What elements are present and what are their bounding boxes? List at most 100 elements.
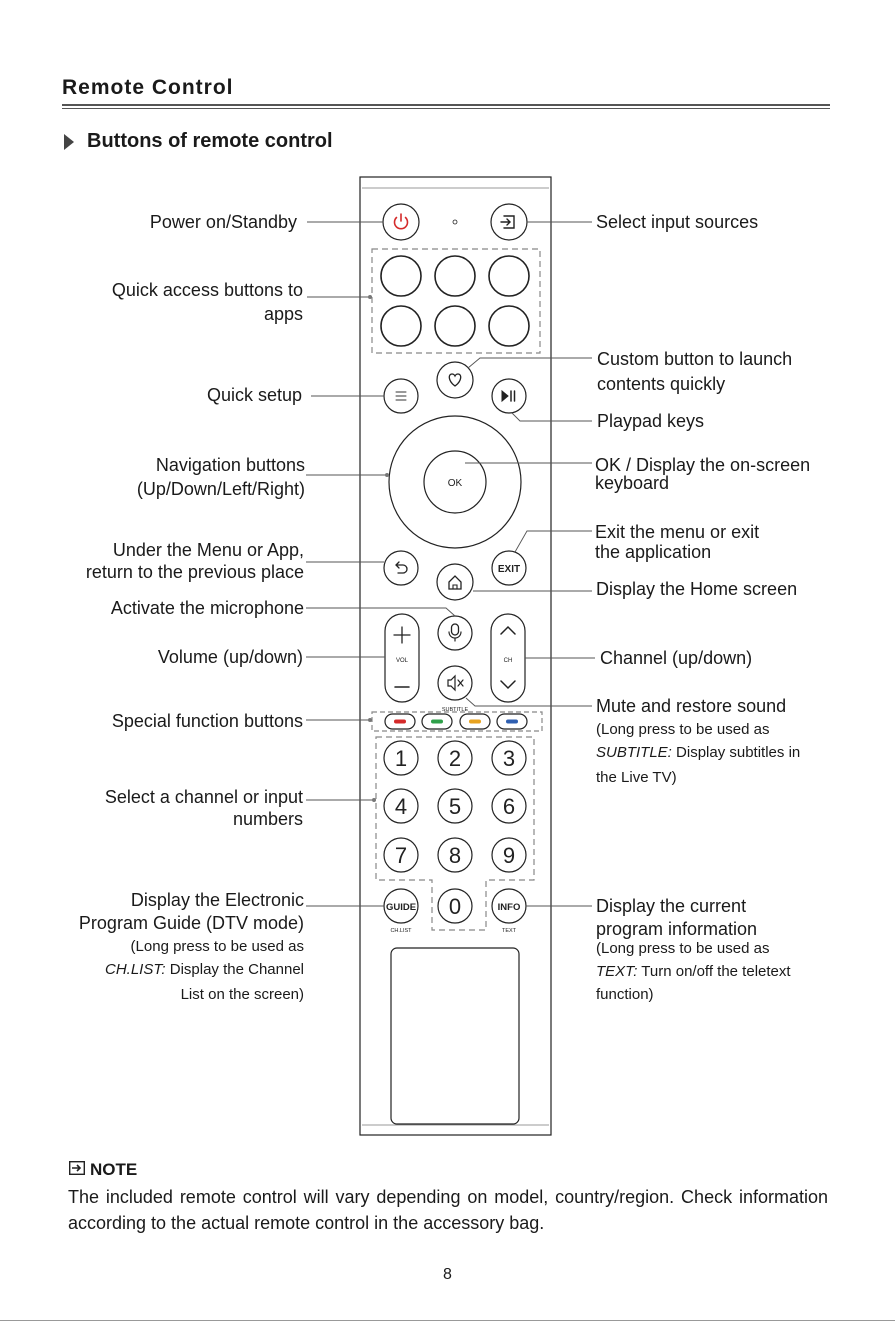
digit-button-4	[383, 788, 419, 824]
label-back-1: Under the Menu or App,	[112, 540, 304, 560]
digit-label-6: 6	[503, 794, 515, 819]
app-button-4	[380, 305, 422, 347]
title-rule	[62, 104, 830, 106]
volume-up-icon	[393, 626, 411, 644]
digit-label-0: 0	[449, 894, 461, 919]
play-pause-icon	[501, 389, 509, 403]
label-guide-1: Display the Electronic	[130, 890, 304, 910]
label-custom-2: contents quickly	[597, 374, 726, 394]
mute-subtext-1: (Long press to be used as	[596, 721, 770, 738]
label-microphone: Activate the microphone	[110, 598, 304, 618]
info-subtext-2: TEXT: Turn on/off the teletext	[596, 960, 791, 983]
playpad-button	[491, 378, 527, 414]
red-key-fill	[394, 719, 406, 724]
callout-dots	[368, 295, 389, 802]
digit-button-7	[383, 837, 419, 873]
label-guide-2: Program Guide (DTV mode)	[78, 913, 304, 933]
label-input: Select input sources	[596, 212, 759, 232]
label-special: Special function buttons	[111, 711, 303, 731]
digit-button-3	[491, 740, 527, 776]
ir-indicator	[452, 219, 458, 225]
digit-label-3: 3	[503, 746, 515, 771]
back-button	[383, 550, 419, 586]
bottom-rule	[0, 1320, 895, 1321]
navigation-ring	[388, 415, 522, 549]
subtitle-label: SUBTITLE	[442, 707, 469, 713]
label-numbers-1: Select a channel or input	[104, 787, 303, 807]
note-icon	[69, 1161, 85, 1175]
label-ok-2: keyboard	[595, 473, 670, 493]
section-arrow-icon	[64, 134, 74, 150]
label-home: Display the Home screen	[596, 579, 798, 599]
guide-label: GUIDE	[386, 902, 416, 913]
mute-button	[437, 665, 473, 701]
custom-heart-icon	[448, 373, 462, 387]
app-button-1	[380, 255, 422, 297]
special-function-group	[371, 711, 543, 732]
digit-button-2	[437, 740, 473, 776]
ch-label: CH	[504, 658, 513, 664]
subtitle-term: SUBTITLE:	[596, 744, 672, 761]
app-button-3	[488, 255, 530, 297]
callout-lines	[306, 221, 595, 907]
power-icon	[393, 216, 409, 230]
label-power: Power on/Standby	[149, 212, 297, 232]
label-back-2: return to the previous place	[85, 562, 304, 582]
label-exit-2: the application	[595, 542, 712, 562]
ok-button	[423, 450, 487, 514]
digit-button-0	[437, 888, 473, 924]
remote-bottom-panel	[390, 947, 520, 1125]
green-key-fill	[431, 719, 443, 724]
channel-down-icon	[500, 680, 516, 690]
guide-subtext-1: (Long press to be used as	[130, 938, 304, 955]
channel-up-icon	[500, 625, 516, 635]
digit-button-6	[491, 788, 527, 824]
power-button	[382, 203, 420, 241]
digit-label-7: 7	[395, 843, 407, 868]
label-navigation-2: (Up/Down/Left/Right)	[136, 479, 305, 499]
digit-label-5: 5	[449, 794, 461, 819]
info-subtext-1: (Long press to be used as	[596, 940, 770, 957]
quick-access-group	[371, 248, 541, 354]
blue-key-fill	[506, 719, 518, 724]
home-icon	[448, 575, 462, 590]
guide-subtext-3: List on the screen)	[180, 986, 304, 1003]
digit-label-4: 4	[395, 794, 407, 819]
app-button-5	[434, 305, 476, 347]
label-channel: Channel (up/down)	[600, 648, 753, 668]
label-quick-access-1: Quick access buttons to	[111, 280, 303, 300]
microphone-button	[437, 615, 473, 651]
label-custom-1: Custom button to launch	[597, 349, 793, 369]
guide-subtext-2-rest: Display the Channel	[165, 961, 304, 978]
guide-subtext-2: CH.LIST: Display the Channel	[105, 958, 304, 981]
red-key	[384, 713, 416, 730]
digit-button-8	[437, 837, 473, 873]
digit-label-8: 8	[449, 843, 461, 868]
page-number: 8	[443, 1266, 452, 1283]
text-label: TEXT	[502, 928, 517, 934]
label-navigation-1: Navigation buttons	[155, 455, 305, 475]
info-subtext-3: function)	[596, 986, 654, 1003]
info-label: INFO	[498, 902, 521, 913]
label-volume: Volume (up/down)	[157, 647, 303, 667]
back-icon	[395, 561, 408, 574]
exit-label: EXIT	[498, 564, 520, 575]
text-term: TEXT:	[596, 963, 638, 980]
ok-label: OK	[448, 478, 463, 489]
home-button	[436, 563, 474, 601]
microphone-icon	[450, 623, 460, 636]
blue-key	[496, 713, 528, 730]
mute-subtext-2-rest: Display subtitles in	[671, 744, 801, 761]
mute-subtext-2: SUBTITLE: Display subtitles in	[596, 741, 800, 764]
app-button-6	[488, 305, 530, 347]
label-numbers-2: numbers	[232, 809, 303, 829]
chlist-term: CH.LIST:	[105, 961, 166, 978]
label-exit-1: Exit the menu or exit	[595, 522, 760, 542]
mute-subtext-3: the Live TV)	[596, 769, 677, 786]
digit-button-1	[383, 740, 419, 776]
note-body: The included remote control will vary de…	[68, 1187, 828, 1233]
input-icon	[503, 215, 515, 229]
digit-label-1: 1	[395, 746, 407, 771]
custom-button	[436, 361, 474, 399]
title-rule-thin	[62, 108, 830, 109]
